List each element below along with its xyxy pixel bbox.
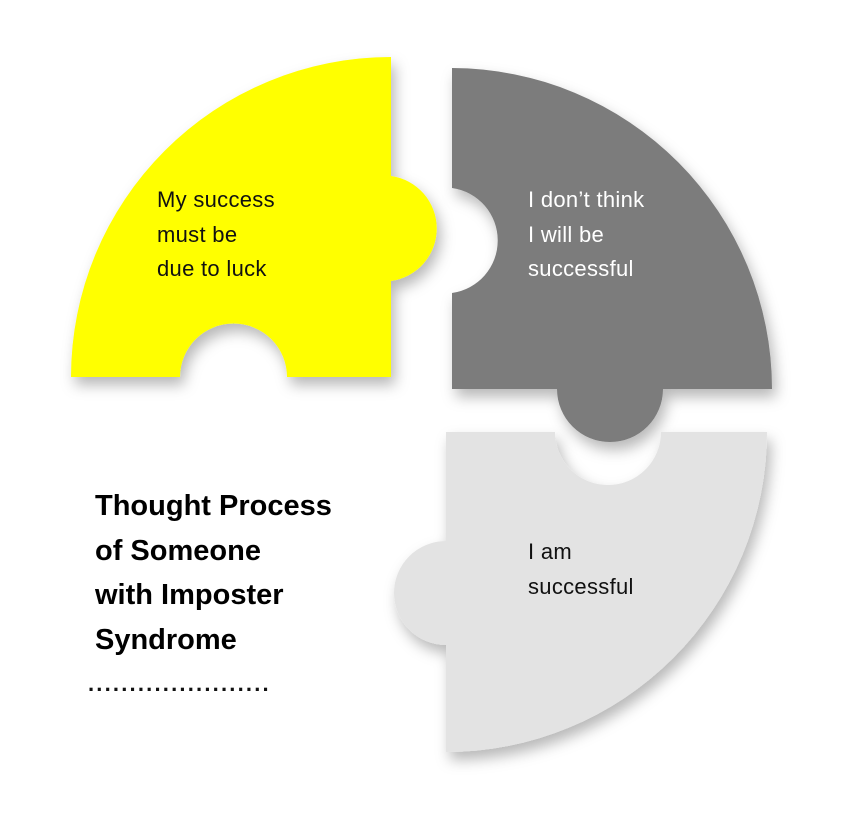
piece-text-successful: I am successful xyxy=(528,539,634,599)
piece-text-not-successful: I don’t think I will be successful xyxy=(528,187,645,281)
puzzle-piece-light-gray xyxy=(394,432,767,752)
dotted-divider: ...................... xyxy=(88,671,271,696)
puzzle-piece-dark-gray xyxy=(452,68,772,442)
piece-text-luck: My success must be due to luck xyxy=(157,187,275,281)
puzzle-piece-yellow xyxy=(71,57,437,377)
diagram-title: Thought Process of Someone with Imposter… xyxy=(95,490,332,656)
